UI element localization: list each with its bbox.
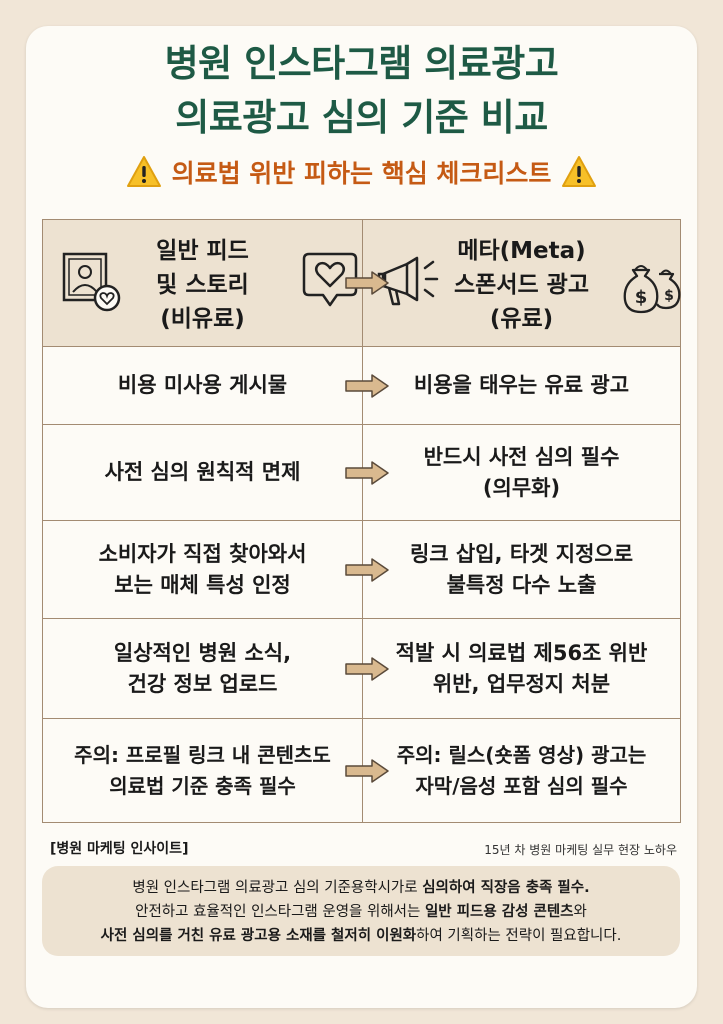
row-left-cell: 사전 심의 원칙적 면제 <box>42 424 389 521</box>
warning-icon <box>562 156 597 187</box>
row-left-cell: 소비자가 직접 찾아와서 보는 매체 특성 인정 <box>42 520 389 619</box>
arrow-right-icon <box>345 271 389 295</box>
arrow-right-icon <box>345 758 389 783</box>
table-header-row: 일반 피드 및 스토리 (비유료) <box>42 219 681 347</box>
title-line-1: 병원 인스타그램 의료광고 <box>164 42 559 85</box>
row-right-cell: 주의: 릴스(숏폼 영상) 광고는 자막/음성 포함 심의 필수 <box>362 718 681 823</box>
money-bag-icon: $ $ <box>623 265 681 314</box>
header-sponsored-line1: 메타(Meta) <box>457 238 586 264</box>
header-organic-line3: (비유료) <box>160 306 245 332</box>
cell-text: 비용을 태우는 유료 광고 <box>413 373 630 397</box>
warning-icon <box>126 156 161 187</box>
table-row: 주의: 프로필 링크 내 콘텐츠도 의료법 기준 충족 필수 주의: 릴스(숏폼… <box>42 718 681 823</box>
row-left-cell: 비용 미사용 게시물 <box>42 346 389 425</box>
insight-line-2: 안전하고 효율적인 인스타그램 운영을 위해서는 일반 피드용 감성 콘텐츠와 <box>42 900 680 924</box>
comparison-table: 일반 피드 및 스토리 (비유료) <box>42 219 681 823</box>
cell-text: 비용 미사용 게시물 <box>117 373 288 397</box>
cell-text: (의무화) <box>482 475 561 500</box>
insight-text: 안전하고 효율적인 인스타그램 운영을 위해서는 <box>135 904 425 920</box>
megaphone-icon <box>377 256 439 306</box>
insight-box: 병원 인스타그램 의료광고 심의 기준용학시가로 심의하여 직장음 충족 필수.… <box>42 866 680 956</box>
cell-text: 주의: 프로필 링크 내 콘텐츠도 <box>74 742 331 767</box>
cell-text: 불특정 다수 노출 <box>446 572 597 597</box>
arrow-right-icon <box>345 460 389 485</box>
cell-text: 보는 매체 특성 인정 <box>114 572 291 597</box>
row-right-cell: 적발 시 의료법 제56조 위반 위반, 업무정지 처분 <box>362 618 681 719</box>
table-row: 일상적인 병원 소식, 건강 정보 업로드 적발 시 의료법 제56조 위반 위… <box>42 618 681 719</box>
header-sponsored-line3: (유료) <box>489 306 554 332</box>
insight-label: [병원 마케팅 인사이트] <box>50 841 189 857</box>
insight-text: 병원 인스타그램 의료광고 심의 기준용학시가로 <box>132 880 423 896</box>
subtitle: 의료법 위반 피하는 핵심 체크리스트 <box>0 150 723 194</box>
arrow-right-icon <box>345 656 389 681</box>
row-right-cell: 반드시 사전 심의 필수 (의무화) <box>362 424 681 521</box>
cell-text: 사전 심의 원칙적 면제 <box>104 460 301 484</box>
arrow-right-icon <box>345 557 389 582</box>
header-sponsored: 메타(Meta) 스폰서드 광고 (유료) $ $ <box>362 219 681 347</box>
subtitle-text: 의료법 위반 피하는 핵심 체크리스트 <box>171 159 552 188</box>
cell-text: 자막/음성 포함 심의 필수 <box>415 773 628 798</box>
insight-text-bold: 일반 피드용 감성 콘텐츠 <box>424 904 574 920</box>
cell-text: 소비자가 직접 찾아와서 <box>98 541 307 566</box>
cell-text: 반드시 사전 심의 필수 <box>423 444 620 469</box>
table-row: 사전 심의 원칙적 면제 반드시 사전 심의 필수 (의무화) <box>42 424 681 521</box>
profile-photo-icon <box>62 252 121 312</box>
insight-text-bold: 심의하여 직장음 충족 필수. <box>422 880 590 896</box>
cell-text: 주의: 릴스(숏폼 영상) 광고는 <box>396 742 647 767</box>
row-right-cell: 링크 삽입, 타겟 지정으로 불특정 다수 노출 <box>362 520 681 619</box>
cell-text: 건강 정보 업로드 <box>127 671 278 696</box>
arrow-right-icon <box>345 373 389 398</box>
insight-line-3: 사전 심의를 거친 유료 광고용 소재를 철저히 이원화하여 기획하는 전략이 … <box>42 924 680 948</box>
title-line-2: 의료광고 심의 기준 비교 <box>175 96 548 139</box>
insight-text: 와 <box>573 904 587 920</box>
header-organic-line2: 및 스토리 <box>156 272 249 298</box>
cell-text: 의료법 기준 충족 필수 <box>109 773 296 798</box>
insight-text: 하여 기획하는 전략이 필요합니다. <box>416 928 622 944</box>
row-left-cell: 일상적인 병원 소식, 건강 정보 업로드 <box>42 618 389 719</box>
table-row: 소비자가 직접 찾아와서 보는 매체 특성 인정 링크 삽입, 타겟 지정으로 … <box>42 520 681 619</box>
header-sponsored-line2: 스폰서드 광고 <box>454 272 589 298</box>
insight-note: 15년 차 병원 마케팅 실무 현장 노하우 <box>484 843 677 857</box>
table-row: 비용 미사용 게시물 비용을 태우는 유료 광고 <box>42 346 681 425</box>
cell-text: 적발 시 의료법 제56조 위반 <box>395 640 648 665</box>
header-organic-line1: 일반 피드 <box>156 238 249 264</box>
header-organic: 일반 피드 및 스토리 (비유료) <box>42 219 389 347</box>
svg-text:$: $ <box>635 287 648 308</box>
row-right-cell: 비용을 태우는 유료 광고 <box>362 346 681 425</box>
heart-bubble-icon <box>302 252 358 307</box>
cell-text: 일상적인 병원 소식, <box>113 640 292 665</box>
cell-text: 위반, 업무정지 처분 <box>432 671 611 696</box>
insight-text-bold: 사전 심의를 거친 유료 광고용 소재를 철저히 이원화 <box>100 928 417 944</box>
insight-line-1: 병원 인스타그램 의료광고 심의 기준용학시가로 심의하여 직장음 충족 필수. <box>42 876 680 900</box>
cell-text: 링크 삽입, 타겟 지정으로 <box>409 541 634 566</box>
svg-text:$: $ <box>664 288 674 304</box>
row-left-cell: 주의: 프로필 링크 내 콘텐츠도 의료법 기준 충족 필수 <box>42 718 389 823</box>
